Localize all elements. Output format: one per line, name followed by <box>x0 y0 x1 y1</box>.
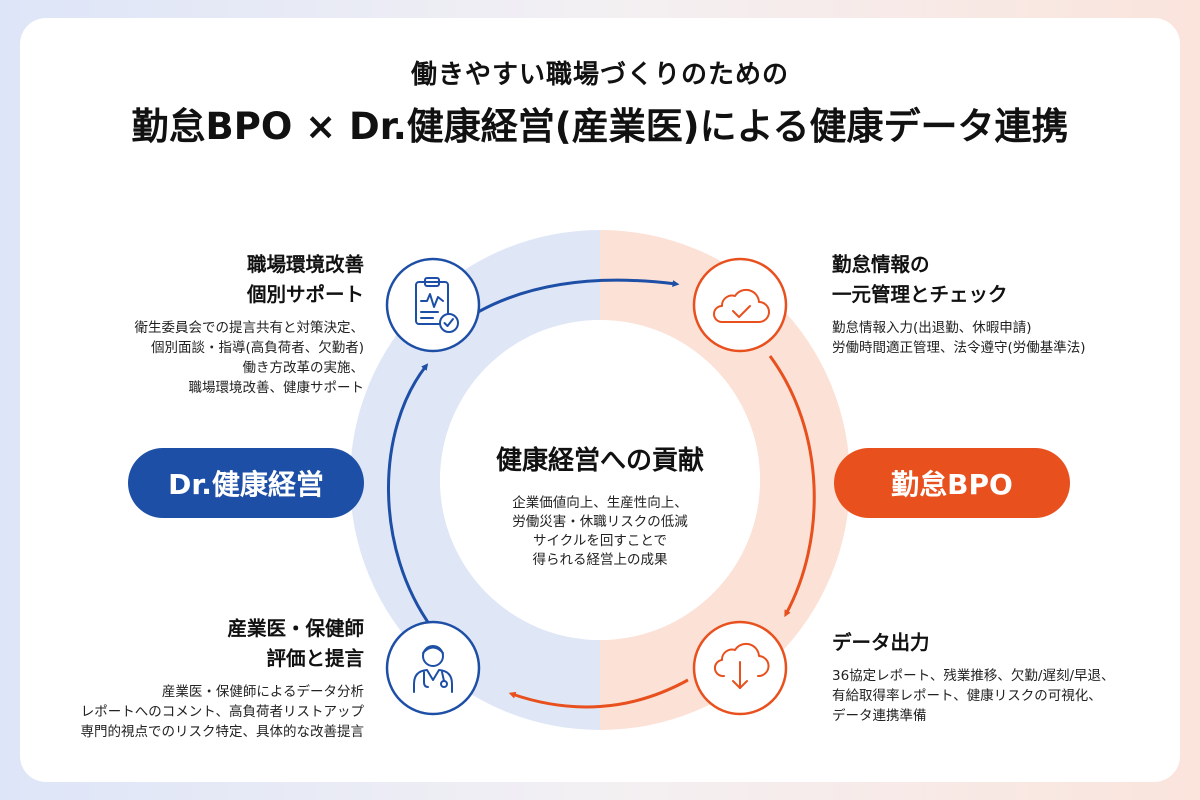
center-title: 健康経営への貢献 <box>495 446 704 476</box>
title-line: 勤怠情報の <box>832 253 930 276</box>
title-line: 職場環境改善 <box>246 253 364 276</box>
desc-line: 有給取得率レポート、健康リスクの可視化、 <box>832 688 1102 704</box>
block-bottom-right-title: データ出力 <box>832 628 1115 658</box>
desc-line: 36協定レポート、残業推移、欠勤/遅刻/早退、 <box>832 668 1115 684</box>
kintai-bpo-pill: 勤怠BPO <box>834 448 1070 518</box>
desc-line: 労働時間適正管理、法令遵守(労働基準法) <box>832 340 1086 356</box>
block-bottom-left-desc: 産業医・保健師によるデータ分析 レポートへのコメント、高負荷者リストアップ 専門… <box>81 682 365 742</box>
desc-line: レポートへのコメント、高負荷者リストアップ <box>80 704 364 720</box>
title-line-2: 勤怠BPO × Dr.健康経営(産業医)による健康データ連携 <box>131 105 1069 148</box>
block-bottom-right-desc: 36協定レポート、残業推移、欠勤/遅刻/早退、 有給取得率レポート、健康リスクの… <box>832 666 1115 726</box>
desc-line: 勤怠情報入力(出退勤、休暇申請) <box>832 320 1032 336</box>
block-top-left-title: 職場環境改善 個別サポート <box>135 250 364 310</box>
dr-kenko-keiei-pill: Dr.健康経営 <box>128 448 364 518</box>
center-description: 企業価値向上、生産性向上、 労働災害・休職リスクの低減 サイクルを回すことで 得… <box>455 494 745 570</box>
center-desc-line: サイクルを回すことで <box>533 533 667 549</box>
arrow-top <box>477 278 680 314</box>
node-top-right <box>692 257 788 353</box>
block-bottom-right: データ出力 36協定レポート、残業推移、欠勤/遅刻/早退、 有給取得率レポート、… <box>832 628 1115 726</box>
title-line-1: 働きやすい職場づくりのための <box>410 60 789 90</box>
desc-line: 個別面談・指導(高負荷者、欠勤者) <box>150 340 364 356</box>
block-top-right: 勤怠情報の 一元管理とチェック 勤怠情報入力(出退勤、休暇申請) 労働時間適正管… <box>832 250 1086 358</box>
desc-line: 職場環境改善、健康サポート <box>188 380 365 396</box>
desc-line: 産業医・保健師によるデータ分析 <box>161 684 364 700</box>
arrow-right <box>768 355 816 618</box>
ring-right-half <box>600 230 850 730</box>
title-line: 一元管理とチェック <box>832 283 1008 306</box>
node-bottom-right <box>692 620 788 716</box>
node-top-left <box>385 257 481 353</box>
center-desc-line: 得られる経営上の成果 <box>532 552 668 568</box>
block-top-right-title: 勤怠情報の 一元管理とチェック <box>832 250 1086 310</box>
center-desc-line: 企業価値向上、生産性向上、 <box>512 495 688 511</box>
node-bottom-left <box>385 620 481 716</box>
cloud-check-icon <box>713 288 770 323</box>
desc-line: データ連携準備 <box>832 708 927 724</box>
desc-line: 働き方改革の実施、 <box>242 360 365 376</box>
arrow-left <box>387 363 434 629</box>
title-line: データ出力 <box>832 631 930 654</box>
doctor-icon <box>413 645 453 693</box>
arrow-bottom <box>508 678 689 709</box>
center-circle <box>440 320 760 640</box>
cloud-download-icon <box>713 642 770 689</box>
block-top-right-desc: 勤怠情報入力(出退勤、休暇申請) 労働時間適正管理、法令遵守(労働基準法) <box>832 318 1086 358</box>
center-desc-line: 労働災害・休職リスクの低減 <box>512 514 688 530</box>
title-line: 評価と提言 <box>266 647 364 670</box>
title-line: 産業医・保健師 <box>227 617 364 640</box>
title-line: 個別サポート <box>246 283 364 306</box>
desc-line: 衛生委員会での提言共有と対策決定、 <box>134 320 365 336</box>
ring-left-half <box>350 230 600 730</box>
block-top-left-desc: 衛生委員会での提言共有と対策決定、 個別面談・指導(高負荷者、欠勤者) 働き方改… <box>135 318 365 398</box>
block-bottom-left: 産業医・保健師 評価と提言 産業医・保健師によるデータ分析 レポートへのコメント… <box>81 614 365 742</box>
block-top-left: 職場環境改善 個別サポート 衛生委員会での提言共有と対策決定、 個別面談・指導(… <box>135 250 365 398</box>
clipboard-check-icon <box>415 277 459 333</box>
desc-line: 専門的視点でのリスク特定、具体的な改善提言 <box>80 724 365 740</box>
block-bottom-left-title: 産業医・保健師 評価と提言 <box>81 614 364 674</box>
